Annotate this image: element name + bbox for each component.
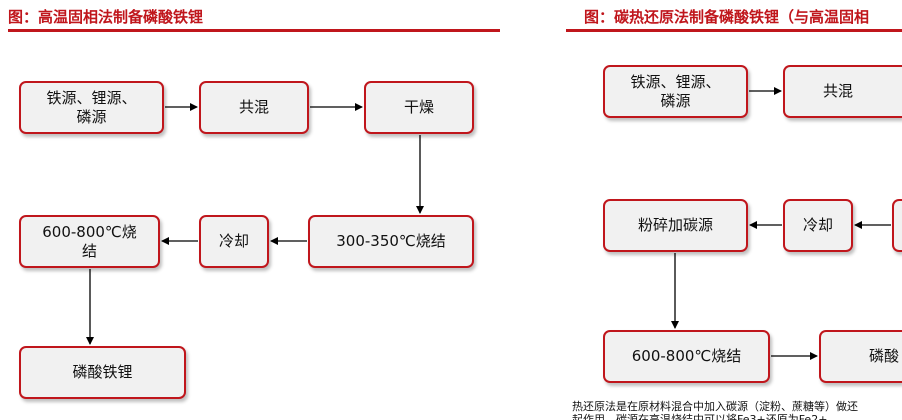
left-figure-title: 图：高温固相法制备磷酸铁锂 — [8, 8, 204, 26]
right-node-product: 磷酸 — [819, 330, 902, 383]
right-node-grinding: 粉碎加碳源 — [603, 199, 748, 252]
right-node-partial — [892, 199, 902, 252]
left-node-mixing: 共混 — [199, 81, 309, 134]
right-title-rule — [566, 29, 902, 32]
left-node-raw-materials: 铁源、锂源、 磷源 — [19, 81, 164, 134]
right-node-sintering: 600-800℃烧结 — [603, 330, 770, 383]
left-title-rule — [8, 29, 500, 32]
left-node-drying: 干燥 — [364, 81, 474, 134]
left-node-sintering: 600-800℃烧 结 — [19, 215, 160, 268]
right-footnote: 热还原法是在原材料混合中加入碳源（淀粉、蔗糖等）做还 起作用，碳源在高温烧结中可… — [572, 400, 858, 420]
right-node-mixing-label: 共混 — [823, 82, 854, 100]
left-node-product: 磷酸铁锂 — [19, 346, 186, 399]
left-node-presinter: 300-350℃烧结 — [308, 215, 474, 268]
left-node-cooling: 冷却 — [199, 215, 269, 268]
right-figure-title: 图：碳热还原法制备磷酸铁锂（与高温固相 — [584, 8, 870, 26]
right-node-cooling: 冷却 — [783, 199, 853, 252]
right-node-product-label: 磷酸 — [869, 347, 900, 365]
right-node-raw-materials: 铁源、锂源、 磷源 — [603, 65, 748, 118]
right-node-mixing: 共混 — [783, 65, 902, 118]
